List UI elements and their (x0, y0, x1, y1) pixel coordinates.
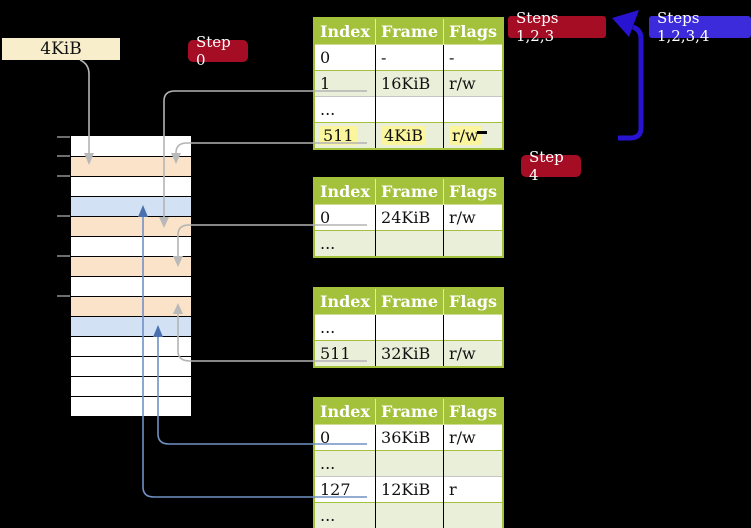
memory-row-10 (71, 316, 191, 336)
table-cell (443, 450, 504, 477)
column-header-frame: Frame (375, 288, 444, 315)
table-cell: 36KiB (375, 424, 444, 451)
table-cell: 32KiB (375, 340, 444, 367)
table-cell: - (443, 44, 504, 71)
table-cell (443, 96, 504, 123)
memory-row-9 (71, 296, 191, 316)
table-cell: 0 (314, 44, 376, 71)
column-header-index: Index (314, 288, 376, 315)
table-cell (443, 230, 504, 257)
column-header-index: Index (314, 398, 376, 425)
table-cell: - (375, 44, 444, 71)
table-cell: ... (314, 230, 376, 257)
step4-badge: Step 4 (521, 148, 581, 184)
table-cell: r/w (443, 204, 504, 231)
page-size-label: 4KiB (2, 38, 120, 60)
memory-row-7 (71, 256, 191, 276)
memory-row-13 (71, 376, 191, 396)
steps1234-badge: Steps 1,2,3,4 (649, 9, 751, 45)
column-header-frame: Frame (375, 178, 444, 205)
step0-badge: Step 0 (188, 33, 248, 69)
memory-row-5 (71, 216, 191, 236)
memory-row-12 (71, 356, 191, 376)
table-cell: 12KiB (375, 476, 444, 503)
table-cell: r/w (443, 424, 504, 451)
table-row: 0-- (314, 44, 504, 71)
table-cell: 511 (314, 340, 376, 367)
table-cell: ... (314, 314, 376, 341)
table-row: ... (314, 450, 504, 477)
table-cell (443, 314, 504, 341)
table-cell: ... (314, 96, 376, 123)
table-cell (375, 502, 444, 528)
table-cell: ... (314, 450, 376, 477)
table-cell: r (443, 476, 504, 503)
tick-mark (57, 255, 70, 257)
table-cell: 1 (314, 70, 376, 97)
highlighted-value: r/w (449, 126, 482, 145)
tick-mark (57, 136, 70, 138)
steps123-badge: Steps 1,2,3 (508, 9, 606, 45)
loop-arrow-step4-to-steps123 (618, 24, 644, 141)
memory-row-6 (71, 236, 191, 256)
memory-strip (57, 135, 192, 417)
memory-row-8 (71, 276, 191, 296)
column-header-flags: Flags (443, 18, 504, 45)
table-row: ... (314, 230, 504, 257)
tick-mark (57, 215, 70, 217)
memory-row-14 (71, 396, 191, 416)
table-cell: 16KiB (375, 70, 444, 97)
table-cell (375, 230, 444, 257)
table-cell: 127 (314, 476, 376, 503)
table-cell: 511 (314, 122, 376, 149)
table-cell: 0 (314, 204, 376, 231)
table-cell (375, 96, 444, 123)
table-cell: ... (314, 502, 376, 528)
table-row: 511 4KiB r/w (314, 122, 504, 149)
column-header-frame: Frame (375, 398, 444, 425)
memory-row-11 (71, 336, 191, 356)
table-cell (375, 314, 444, 341)
memory-row-1 (71, 136, 191, 156)
highlighted-value: 511 (320, 126, 357, 145)
column-header-frame: Frame (375, 18, 444, 45)
table-cell: r/w (443, 122, 504, 149)
table-cell: 0 (314, 424, 376, 451)
column-header-flags: Flags (443, 398, 504, 425)
table-row: ... (314, 314, 504, 341)
memory-row-2 (71, 156, 191, 176)
column-header-index: Index (314, 18, 376, 45)
column-header-flags: Flags (443, 288, 504, 315)
column-header-index: Index (314, 178, 376, 205)
table-cell: 4KiB (375, 122, 444, 149)
tick-mark (57, 295, 70, 297)
column-header-flags: Flags (443, 178, 504, 205)
arrowhead-up-left-icon (612, 10, 639, 37)
tick-mark (57, 175, 70, 177)
tick-mark (57, 155, 70, 157)
table-cell (443, 502, 504, 528)
table-row: ... (314, 96, 504, 123)
table-cell: r/w (443, 70, 504, 97)
table-cell (375, 450, 444, 477)
table-cell: 24KiB (375, 204, 444, 231)
table-cell: r/w (443, 340, 504, 367)
memory-row-3 (71, 176, 191, 196)
highlighted-value: 4KiB (381, 126, 427, 145)
memory-row-4 (71, 196, 191, 216)
table-row: ... (314, 502, 504, 528)
